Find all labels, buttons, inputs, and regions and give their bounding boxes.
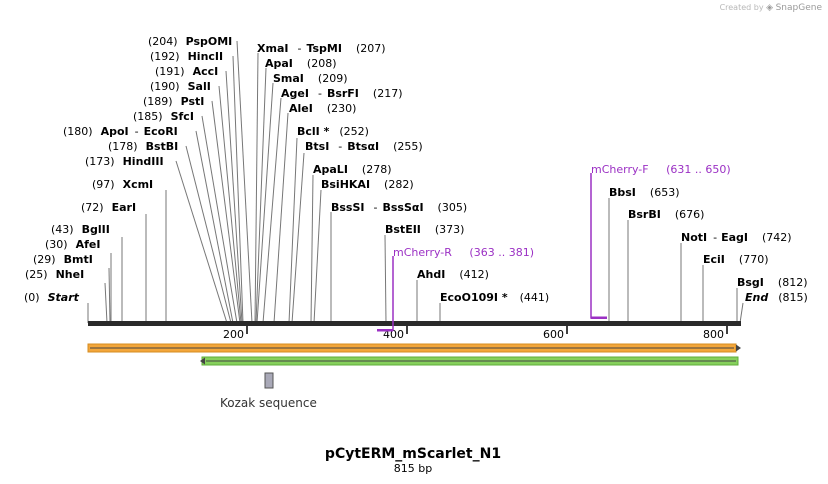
site-bmti[interactable]: (29)BmtI <box>33 253 93 266</box>
site-alei[interactable]: AleI(230) <box>289 102 356 115</box>
site-sfci[interactable]: (185)SfcI <box>133 110 194 123</box>
axis-tick-600: 600 <box>543 328 564 341</box>
kozak-label: Kozak sequence <box>220 396 317 410</box>
site-btsi-btsai[interactable]: BtsI-BtsαI(255) <box>305 140 423 153</box>
primer-mcherry-r-range: (363 .. 381) <box>469 246 534 259</box>
site-hincii[interactable]: (192)HincII <box>150 50 223 63</box>
site-labels-left: (0)Start (25)NheI (29)BmtI (30)AfeI (43)… <box>24 35 232 304</box>
site-apai[interactable]: ApaI(208) <box>265 57 337 70</box>
site-bsgi[interactable]: BsgI(812) <box>737 276 808 289</box>
site-bcli[interactable]: BclI *(252) <box>297 125 369 138</box>
axis-tick-800: 800 <box>703 328 724 341</box>
site-smai[interactable]: SmaI(209) <box>273 72 348 85</box>
feature-orange-arrow[interactable] <box>87 343 741 353</box>
kozak-box <box>264 372 274 389</box>
site-start[interactable]: (0)Start <box>24 291 80 304</box>
site-bstbi[interactable]: (178)BstBI <box>108 140 178 153</box>
site-acci[interactable]: (191)AccI <box>155 65 218 78</box>
primer-mcherry-r-name: mCherry-R <box>393 246 452 259</box>
site-apoi-ecori[interactable]: (180)ApoI-EcoRI <box>63 125 178 138</box>
axis-tick-200: 200 <box>223 328 244 341</box>
site-noti-eagi[interactable]: NotI-EagI(742) <box>681 231 792 244</box>
site-ecoo109i[interactable]: EcoO109I *(441) <box>440 291 549 304</box>
site-eari[interactable]: (72)EarI <box>81 201 136 214</box>
site-end[interactable]: End(815) <box>745 291 808 304</box>
site-bbsi[interactable]: BbsI(653) <box>609 186 680 199</box>
site-bglii[interactable]: (43)BglII <box>51 223 110 236</box>
feature-green-arrow[interactable] <box>200 356 739 366</box>
site-connectors <box>87 40 744 324</box>
site-bsteii[interactable]: BstEII(373) <box>385 223 464 236</box>
svg-text:mCherry-R (363 .. 381): mCherry-R (363 .. 381) <box>393 246 534 259</box>
svg-text:mCherry-F (631 .. 650): mCherry-F (631 .. 650) <box>591 163 731 176</box>
site-xmai-tspmi[interactable]: XmaI-TspMI(207) <box>257 42 386 55</box>
site-nhei[interactable]: (25)NheI <box>25 268 84 281</box>
site-agei-bsrfi[interactable]: AgeI-BsrFI(217) <box>281 87 403 100</box>
site-psti[interactable]: (189)PstI <box>143 95 204 108</box>
primer-mcherry-r[interactable]: mCherry-R (363 .. 381) <box>377 246 534 332</box>
site-pspomi[interactable]: (204)PspOMI <box>148 35 232 48</box>
site-labels-right: XmaI-TspMI(207) ApaI(208) SmaI(209) AgeI… <box>257 42 808 304</box>
site-ahdi[interactable]: AhdI(412) <box>417 268 489 281</box>
site-hindiii[interactable]: (173)HindIII <box>85 155 164 168</box>
site-xcmi[interactable]: (97)XcmI <box>92 178 153 191</box>
primer-mcherry-f[interactable]: mCherry-F (631 .. 650) <box>590 163 731 319</box>
primer-mcherry-f-range: (631 .. 650) <box>666 163 731 176</box>
feature-kozak[interactable]: Kozak sequence <box>220 372 317 410</box>
map-title: pCytERM_mScarlet_N1 <box>325 446 501 462</box>
site-ecii[interactable]: EciI(770) <box>703 253 769 266</box>
site-apali[interactable]: ApaLI(278) <box>313 163 392 176</box>
site-afei[interactable]: (30)AfeI <box>45 238 100 251</box>
sequence-backbone <box>88 321 741 326</box>
site-sali[interactable]: (190)SalI <box>150 80 211 93</box>
site-bsssi-bsssai[interactable]: BssSI-BssSαI(305) <box>331 201 467 214</box>
site-bsihkai[interactable]: BsiHKAI(282) <box>321 178 414 191</box>
primer-mcherry-f-name: mCherry-F <box>591 163 649 176</box>
snapgene-credit: Created by ◈ SnapGene <box>719 3 822 13</box>
sequence-length: 815 bp <box>394 462 432 475</box>
sequence-ruler: 200 400 600 800 <box>88 321 741 341</box>
snapgene-logo-icon: ◈ <box>766 3 774 13</box>
site-bsrbi[interactable]: BsrBI(676) <box>628 208 704 221</box>
